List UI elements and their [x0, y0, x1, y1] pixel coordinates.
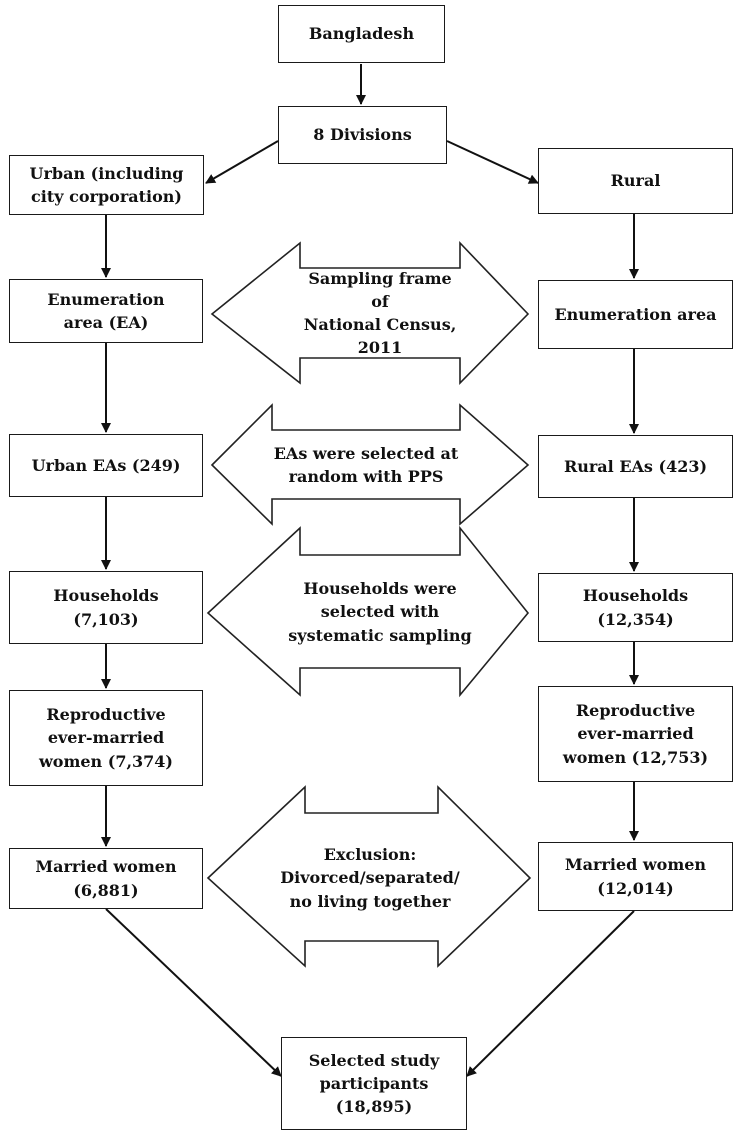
box-divisions: 8 Divisions [278, 106, 447, 164]
double-arrow-exclusion [206, 785, 532, 968]
box-urban-married-women: Married women (6,881) [9, 848, 203, 909]
box-urban: Urban (including city corporation) [9, 155, 204, 215]
connector-rural-selected [466, 910, 635, 1077]
box-urban-reproductive-women: Reproductive ever-married women (7,374) [9, 690, 203, 786]
double-arrow-eas-selected [210, 403, 530, 526]
double-arrow-sampling-frame [210, 241, 530, 385]
box-urban-households: Households (7,103) [9, 571, 203, 644]
box-selected-participants: Selected study participants (18,895) [281, 1037, 467, 1130]
label-sampling-frame: Sampling frame of National Census, 2011 [303, 268, 457, 358]
box-rural-households: Households (12,354) [538, 573, 733, 642]
box-rural-reproductive-women: Reproductive ever-married women (12,753) [538, 686, 733, 782]
label-eas-selected: EAs were selected at random with PPS [273, 443, 459, 486]
label-households-selected: Households were selected with systematic… [288, 579, 472, 645]
box-urban-eas: Urban EAs (249) [9, 434, 203, 497]
box-urban-enumeration-area: Enumeration area (EA) [9, 279, 203, 343]
box-rural: Rural [538, 148, 733, 214]
label-exclusion: Exclusion: Divorced/separated/ no living… [280, 845, 460, 911]
connector-divisions-rural [446, 140, 539, 184]
box-rural-enumeration-area: Enumeration area [538, 280, 733, 349]
box-rural-married-women: Married women (12,014) [538, 842, 733, 911]
box-rural-eas: Rural EAs (423) [538, 435, 733, 498]
box-bangladesh: Bangladesh [278, 5, 445, 63]
connector-divisions-urban [205, 140, 279, 184]
connector-urban-selected [105, 908, 282, 1077]
double-arrow-households-selected [206, 525, 530, 698]
